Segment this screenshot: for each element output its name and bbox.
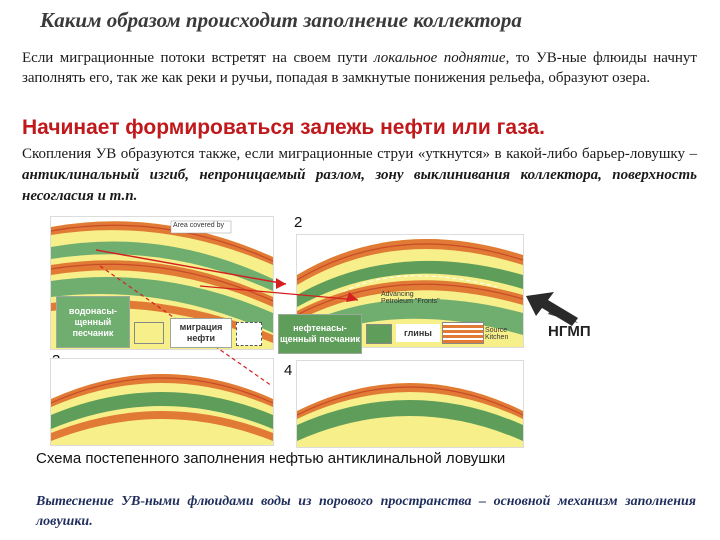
intro-text-end: , то УВ-ные флюиды начнут заполнять его,…: [22, 50, 697, 86]
panel-3-svg: [51, 359, 273, 445]
intro-text-start: Если миграционные потоки встретят на сво…: [22, 50, 374, 66]
red-arrow-line-1: [95, 249, 287, 285]
trap-paragraph: Скопления УВ образуются также, если мигр…: [22, 144, 697, 207]
area-covered-label: Area covered by: [173, 222, 224, 229]
headline: Начинает формироваться залежь нефти или …: [22, 116, 545, 139]
figure-caption: Схема постепенного заполнения нефтью ант…: [36, 450, 506, 467]
panel-number-4: 4: [284, 362, 293, 379]
panel-number-2: 2: [294, 214, 303, 231]
panel-4-svg: [297, 361, 523, 447]
ngmp-arrow-icon: [526, 292, 578, 326]
diagram-panel-3: [50, 358, 274, 446]
intro-paragraph: Если миграционные потоки встретят на сво…: [22, 48, 697, 88]
legend-migration-swatch: [236, 322, 262, 346]
legend-clay: глины: [396, 324, 440, 342]
legend-sand-swatch: [134, 322, 164, 344]
legend-oil-sand: нефтенасы-щенный песчаник: [278, 314, 362, 354]
ngmp-label: НГМП: [548, 323, 591, 340]
advancing-fronts-label: Advancing Petroleum "Fronts": [381, 291, 440, 305]
legend-migration: миграция нефти: [170, 318, 232, 348]
red-arrow-head-1: [276, 278, 286, 289]
legend-water-sand: водонасы-щенный песчаник: [56, 296, 130, 348]
diagram-panel-4: [296, 360, 524, 448]
source-kitchen-label: Source Kitchen: [485, 327, 509, 341]
conclusion-text: Вытеснение УВ-ными флюидами воды из поро…: [36, 494, 696, 529]
red-arrow-line-3: [199, 285, 359, 301]
red-arrow-head-2: [346, 292, 358, 302]
page-title: Каким образом происходит заполнение колл…: [40, 8, 522, 32]
trap-emphasis: антиклинальный изгиб, непроницаемый разл…: [22, 167, 697, 204]
legend-oil-swatch: [366, 324, 392, 344]
trap-text: Скопления УВ образуются также, если мигр…: [22, 146, 697, 162]
intro-emphasis: локальное поднятие: [373, 50, 506, 66]
legend-clay-swatch: [442, 322, 484, 344]
